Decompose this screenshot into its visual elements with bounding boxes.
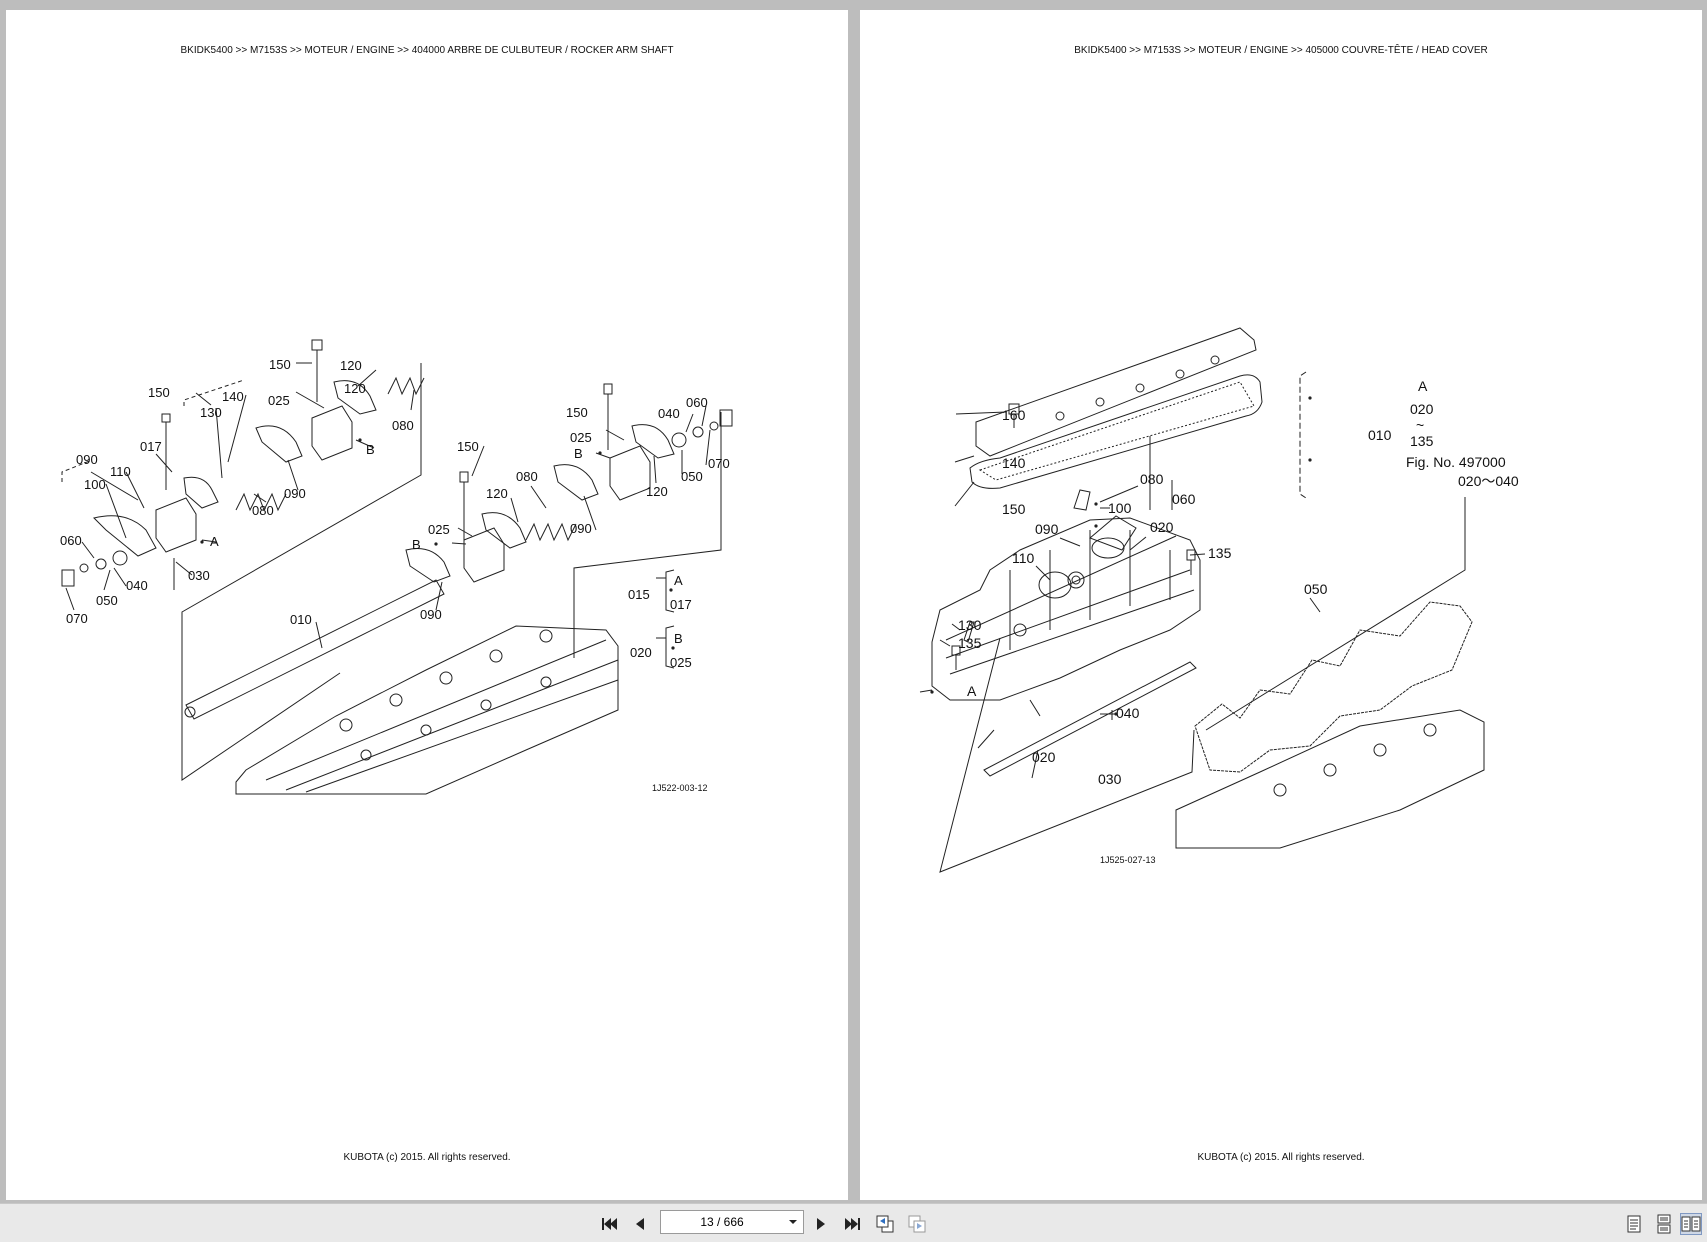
callout: 050 bbox=[681, 469, 703, 484]
figure-code: 1J522-003-12 bbox=[652, 783, 708, 793]
page-right: BKIDK5400 >> M7153S >> MOTEUR / ENGINE >… bbox=[860, 10, 1702, 1200]
continuous-icon[interactable] bbox=[1653, 1213, 1675, 1235]
callout: 050 bbox=[96, 593, 118, 608]
callout: 100 bbox=[1108, 500, 1132, 516]
first-page-icon[interactable] bbox=[598, 1213, 620, 1235]
legend-key: 010 bbox=[1368, 427, 1392, 443]
page-number-field[interactable] bbox=[660, 1210, 804, 1234]
callout: 120 bbox=[646, 484, 668, 499]
chevron-down-icon[interactable] bbox=[783, 1219, 803, 1225]
callout: 150 bbox=[148, 385, 170, 400]
callout: 070 bbox=[708, 456, 730, 471]
callout: 025 bbox=[570, 430, 592, 445]
callout: A bbox=[967, 683, 977, 699]
callout: 130 bbox=[200, 405, 222, 420]
legend-key: 015 bbox=[628, 587, 650, 602]
legend-fig: Fig. No. 497000 bbox=[1406, 454, 1506, 470]
callout: 030 bbox=[188, 568, 210, 583]
callout: 060 bbox=[686, 395, 708, 410]
rocker-arm-shaft-diagram: 150 120 140 130 017 090 110 100 060 050 … bbox=[60, 339, 733, 795]
callout: 050 bbox=[1304, 581, 1328, 597]
callout: 150 bbox=[457, 439, 479, 454]
callout: 110 bbox=[110, 464, 131, 479]
legend-range: 020～040 bbox=[1458, 473, 1519, 489]
callout: B bbox=[366, 442, 375, 457]
callout: 025 bbox=[268, 393, 290, 408]
next-page-icon[interactable] bbox=[810, 1213, 832, 1235]
callout: 080 bbox=[392, 418, 414, 433]
callout: 060 bbox=[60, 533, 82, 548]
callout: 130 bbox=[958, 617, 982, 633]
callout: 120 bbox=[340, 358, 362, 373]
callout: 150 bbox=[566, 405, 588, 420]
callout: 080 bbox=[516, 469, 538, 484]
legend-value: 025 bbox=[670, 655, 692, 670]
go-back-icon[interactable] bbox=[874, 1213, 896, 1235]
callout: 060 bbox=[1172, 491, 1196, 507]
callout: 150 bbox=[1002, 501, 1026, 517]
head-cover-diagram: 160 140 150 080 100 060 090 020 110 135 … bbox=[919, 327, 1519, 873]
figure-code: 1J525-027-13 bbox=[1100, 855, 1156, 865]
callout: 040 bbox=[658, 406, 680, 421]
callout: 090 bbox=[420, 607, 442, 622]
go-forward-icon[interactable] bbox=[906, 1213, 928, 1235]
breadcrumb: BKIDK5400 >> M7153S >> MOTEUR / ENGINE >… bbox=[180, 45, 674, 56]
callout: 040 bbox=[126, 578, 148, 593]
callout: 100 bbox=[84, 477, 106, 492]
callout: 030 bbox=[1098, 771, 1122, 787]
callout: 110 bbox=[1012, 550, 1035, 566]
callout: 135 bbox=[1208, 545, 1232, 561]
callout: A bbox=[210, 534, 219, 549]
facing-icon[interactable] bbox=[1680, 1213, 1702, 1235]
callout: 150 bbox=[269, 357, 291, 372]
legend-a: A bbox=[674, 573, 683, 588]
callout: 090 bbox=[570, 521, 592, 536]
legend-value: 135 bbox=[1410, 433, 1434, 449]
legend-tilde: ~ bbox=[1416, 417, 1424, 433]
callout: 020 bbox=[1150, 519, 1174, 535]
breadcrumb: BKIDK5400 >> M7153S >> MOTEUR / ENGINE >… bbox=[1074, 45, 1488, 56]
last-page-icon[interactable] bbox=[842, 1213, 864, 1235]
callout: 070 bbox=[66, 611, 88, 626]
legend-value: 020 bbox=[1410, 401, 1434, 417]
callout: 017 bbox=[140, 439, 162, 454]
callout: 120 bbox=[486, 486, 508, 501]
single-page-icon[interactable] bbox=[1623, 1213, 1645, 1235]
callout: 020 bbox=[1032, 749, 1056, 765]
callout: 090 bbox=[284, 486, 306, 501]
callout: 120 bbox=[344, 381, 366, 396]
callout: B bbox=[574, 446, 583, 461]
legend-key: 020 bbox=[630, 645, 652, 660]
callout: 140 bbox=[222, 389, 244, 404]
legend-b: B bbox=[674, 631, 683, 646]
copyright-footer: KUBOTA (c) 2015. All rights reserved. bbox=[343, 1152, 511, 1163]
callout: 010 bbox=[290, 612, 312, 627]
callout: 025 bbox=[428, 522, 450, 537]
callout: 160 bbox=[1002, 407, 1026, 423]
callout: 090 bbox=[1035, 521, 1059, 537]
copyright-footer: KUBOTA (c) 2015. All rights reserved. bbox=[1197, 1152, 1365, 1163]
pdf-toolbar bbox=[0, 1203, 1707, 1242]
callout: 135 bbox=[958, 635, 982, 651]
document-viewer[interactable]: BKIDK5400 >> M7153S >> MOTEUR / ENGINE >… bbox=[0, 0, 1707, 1203]
prev-page-icon[interactable] bbox=[629, 1213, 651, 1235]
callout: 040 bbox=[1116, 705, 1140, 721]
callout: 080 bbox=[252, 503, 274, 518]
callout: 080 bbox=[1140, 471, 1164, 487]
callout: 090 bbox=[76, 452, 98, 467]
callout: 140 bbox=[1002, 455, 1026, 471]
page-number-input[interactable] bbox=[661, 1214, 783, 1230]
page-left: BKIDK5400 >> M7153S >> MOTEUR / ENGINE >… bbox=[6, 10, 848, 1200]
legend-a: A bbox=[1418, 378, 1428, 394]
callout: B bbox=[412, 537, 421, 552]
legend-value: 017 bbox=[670, 597, 692, 612]
